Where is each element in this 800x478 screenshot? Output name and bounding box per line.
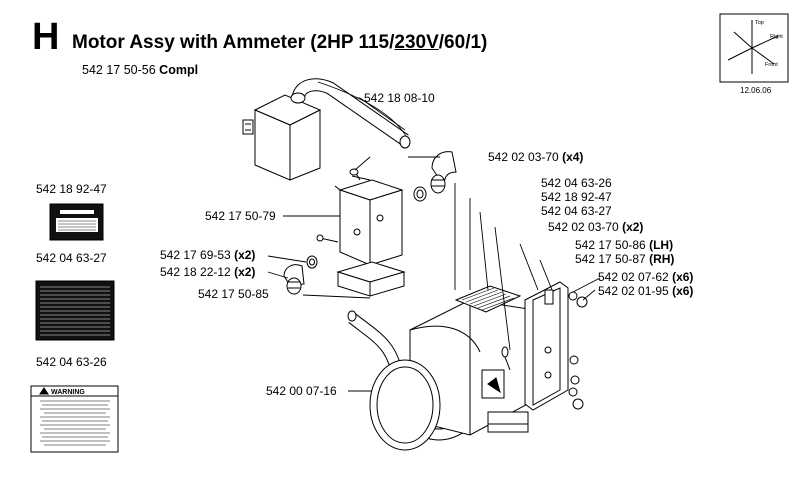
part-label-542-04-63-26: 542 04 63-26	[541, 177, 612, 189]
switch-bracket	[334, 168, 404, 266]
part-number: 542 02 01-95	[598, 284, 669, 298]
conduit-pipe-top	[290, 78, 411, 149]
orientation-compass	[719, 13, 789, 83]
part-number: 542 18 92-47	[541, 190, 612, 204]
title-voltage: 230V	[394, 32, 439, 53]
side-label-542-04-63-27: 542 04 63-27	[36, 251, 107, 265]
motor-side-bracket	[524, 281, 569, 411]
part-number: 542 04 63-27	[541, 204, 612, 218]
compass-right-label: Right	[770, 34, 783, 40]
relay-box	[242, 94, 322, 181]
part-label-542-18-22-12-x2: 542 18 22-12 (x2)	[160, 266, 255, 278]
side-label-542-04-63-26: 542 04 63-26	[36, 355, 107, 369]
assembly-part-number: 542 17 50-56	[82, 63, 156, 77]
part-label-542-04-63-27: 542 04 63-27	[541, 205, 612, 217]
decal-542-04-63-27	[35, 280, 115, 341]
part-label-542-17-69-53-x2: 542 17 69-53 (x2)	[160, 249, 255, 261]
part-number: 542 02 03-70	[488, 150, 559, 164]
part-label-542-17-50-85: 542 17 50-85	[198, 288, 269, 300]
part-quantity: (LH)	[649, 238, 674, 252]
assembly-compl-label: Compl	[159, 63, 199, 77]
part-label-542-17-50-79: 542 17 50-79	[205, 210, 276, 222]
title-suffix: /60/1)	[438, 32, 488, 53]
compass-front-label: Front	[765, 62, 778, 68]
part-quantity: (x4)	[562, 150, 584, 164]
compass-axis-back	[733, 31, 753, 49]
mounting-pad	[336, 261, 406, 297]
decal-542-18-92-47	[49, 203, 104, 241]
page-title: Motor Assy with Ammeter (2HP 115/230V/60…	[72, 33, 487, 52]
part-number: 542 17 69-53	[160, 248, 231, 262]
part-label-542-18-92-47: 542 18 92-47	[541, 191, 612, 203]
part-number: 542 17 50-79	[205, 209, 276, 223]
part-quantity: (x6)	[672, 270, 694, 284]
decal-542-04-63-26	[30, 385, 119, 453]
compass-axis-right	[751, 35, 779, 49]
section-letter: H	[32, 16, 60, 58]
part-quantity: (x2)	[622, 220, 644, 234]
part-number: 542 00 07-16	[266, 384, 337, 398]
electric-motor	[369, 285, 536, 451]
assembly-number: 542 17 50-56 Compl	[82, 64, 198, 77]
part-number: 542 04 63-26	[541, 176, 612, 190]
revision-date: 12.06.06	[740, 86, 772, 95]
part-number: 542 17 50-85	[198, 287, 269, 301]
part-label-542-02-07-62-x6: 542 02 07-62 (x6)	[598, 271, 693, 283]
part-number: 542 18 22-12	[160, 265, 231, 279]
part-label-542-18-08-10: 542 18 08-10	[364, 92, 435, 104]
part-quantity: (x6)	[672, 284, 694, 298]
part-quantity: (x2)	[234, 248, 256, 262]
part-label-542-02-03-70-x2: 542 02 03-70 (x2)	[548, 221, 643, 233]
part-quantity: (RH)	[649, 252, 675, 266]
screw-set-left	[283, 175, 371, 295]
elbow-connector-top	[413, 151, 457, 202]
title-prefix: Motor Assy with Ammeter (2HP 115/	[72, 32, 395, 53]
compass-axis-front	[751, 47, 775, 65]
part-number: 542 02 07-62	[598, 270, 669, 284]
warning-heading: WARNING	[51, 389, 85, 396]
part-label-542-17-50-86-lh: 542 17 50-86 (LH)	[575, 239, 673, 251]
nut-washer-set-right	[568, 291, 588, 410]
part-number: 542 18 08-10	[364, 91, 435, 105]
part-quantity: (x2)	[234, 265, 256, 279]
leader-lines	[267, 97, 601, 392]
compass-frame	[719, 13, 789, 83]
part-label-542-02-03-70-x4: 542 02 03-70 (x4)	[488, 151, 583, 163]
part-label-542-00-07-16: 542 00 07-16	[266, 385, 337, 397]
part-number: 542 17 50-86	[575, 238, 646, 252]
part-label-542-17-50-87-rh: 542 17 50-87 (RH)	[575, 253, 674, 265]
part-label-542-02-01-95-x6: 542 02 01-95 (x6)	[598, 285, 693, 297]
part-number: 542 02 03-70	[548, 220, 619, 234]
part-number: 542 17 50-87	[575, 252, 646, 266]
side-label-542-18-92-47: 542 18 92-47	[36, 182, 107, 196]
compass-axis-left	[727, 47, 753, 61]
compass-top-label: Top	[755, 20, 764, 26]
